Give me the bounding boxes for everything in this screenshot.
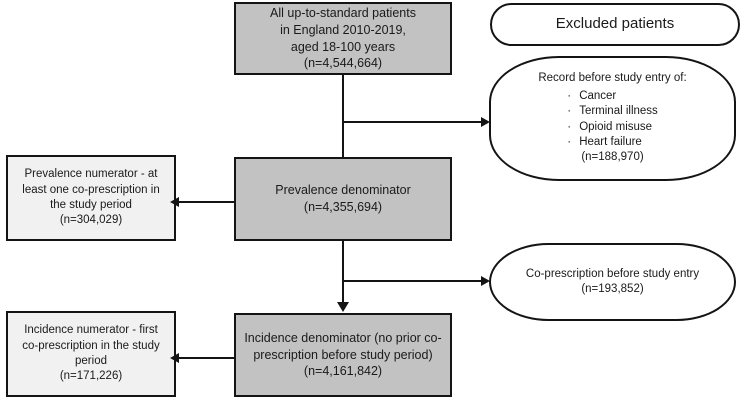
list-item-terminal-illness: · Terminal illness <box>567 104 658 119</box>
node-coprescription-before-count: (n=193,852) <box>581 283 644 295</box>
exclusion-criteria-list: · Cancer · Terminal illness · Opioid misuse… <box>567 89 658 151</box>
node-excluded-patients-label: Excluded patients <box>555 15 675 33</box>
node-excluded-patients: Excluded patients <box>490 3 740 46</box>
arrowhead-to-prevalence-numerator <box>170 197 179 207</box>
arrowhead-to-coprescription-before-entry <box>481 276 490 286</box>
node-incidence-denominator: Incidence denominator (no prior co- pres… <box>234 313 452 397</box>
list-item-terminal-illness-label: Terminal illness <box>579 105 658 118</box>
list-item-cancer: · Cancer <box>567 89 658 104</box>
node-coprescription-before-label: Co-prescription before study entry <box>525 267 700 280</box>
list-item-opioid-misuse-label: Opioid misuse <box>579 120 653 133</box>
node-all-patients-line-1: All up-to-standard patients <box>270 6 416 20</box>
node-all-patients-line-2: in England 2010-2019, <box>280 22 406 37</box>
node-incidence-numerator-line-1: Incidence numerator - first <box>24 324 158 337</box>
arrowhead-to-incidence-denominator <box>337 302 349 312</box>
connector-incidence-denominator-to-numerator <box>178 357 236 359</box>
connector-prevalence-denominator-to-coprescription <box>342 280 483 282</box>
connector-all-patients-to-prevalence-denominator <box>342 75 344 159</box>
list-item-opioid-misuse: · Opioid misuse <box>567 120 658 135</box>
node-incidence-denominator-line-1: Incidence denominator (no prior co- <box>244 330 442 345</box>
list-item-heart-failure: · Heart failure <box>567 135 658 150</box>
node-all-patients: All up-to-standard patients in England 2… <box>234 2 452 75</box>
bullet-glyph: · <box>567 89 572 102</box>
node-incidence-numerator: Incidence numerator - first co-prescript… <box>6 311 176 397</box>
bullet-glyph: · <box>567 105 572 118</box>
node-prevalence-denominator-count: (n=4,355,694) <box>303 200 383 214</box>
node-incidence-denominator-count: (n=4,161,842) <box>303 364 383 379</box>
node-prevalence-denominator-label: Prevalence denominator <box>275 183 411 198</box>
node-prevalence-numerator-line-1: Prevalence numerator - at <box>24 168 158 181</box>
list-item-cancer-label: Cancer <box>579 89 617 102</box>
node-prevalence-numerator-count: (n=304,029) <box>59 214 123 227</box>
node-record-count: (n=188,970) <box>581 151 644 164</box>
node-all-patients-line-3: aged 18-100 years <box>290 39 396 54</box>
list-item-heart-failure-label: Heart failure <box>579 135 642 148</box>
connector-prevalence-to-incidence-denominator <box>342 241 344 305</box>
node-record-before-study-entry: Record before study entry of: · Cancer · T… <box>489 56 736 181</box>
connector-prevalence-denominator-to-numerator <box>178 201 236 203</box>
node-all-patients-count: (n=4,544,664) <box>303 56 383 71</box>
node-incidence-numerator-count: (n=171,226) <box>59 370 123 383</box>
arrowhead-to-incidence-numerator <box>170 353 179 363</box>
node-coprescription-before-study-entry: Co-prescription before study entry (n=19… <box>489 243 736 321</box>
node-prevalence-denominator: Prevalence denominator (n=4,355,694) <box>234 157 452 241</box>
node-prevalence-numerator-line-3: the study period <box>50 199 132 211</box>
node-incidence-numerator-line-2: co-prescription in the study <box>22 339 160 352</box>
node-prevalence-numerator-line-2: least one co-prescription in <box>22 183 160 196</box>
node-incidence-denominator-line-2: prescription before study period) <box>253 347 433 362</box>
node-incidence-numerator-line-3: period <box>75 355 107 367</box>
bullet-glyph: · <box>567 120 572 133</box>
connector-all-patients-to-record-before-entry <box>342 121 483 123</box>
node-record-heading: Record before study entry of: <box>538 72 687 85</box>
node-prevalence-numerator: Prevalence numerator - at least one co-p… <box>6 155 176 241</box>
arrowhead-to-record-before-entry <box>481 117 490 127</box>
bullet-glyph: · <box>567 135 572 148</box>
